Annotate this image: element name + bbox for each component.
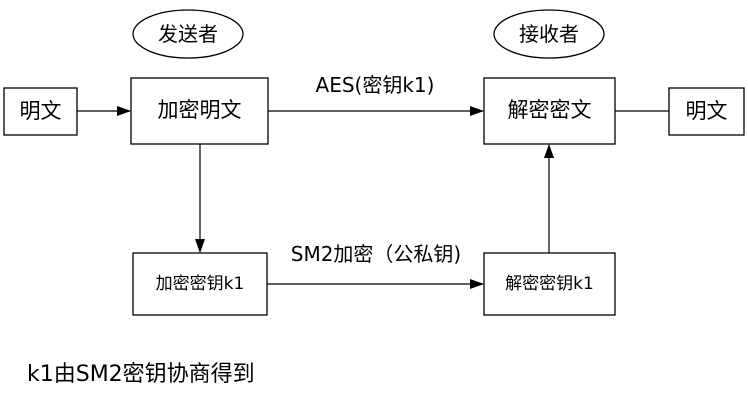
sender-label: 发送者 <box>158 22 218 46</box>
encrypt-plaintext-label: 加密明文 <box>157 98 242 122</box>
decrypt-key-box <box>483 252 616 316</box>
decrypt-ciphertext-label: 解密密文 <box>507 98 592 122</box>
decrypt-key-label: 解密密钥k1 <box>505 274 594 294</box>
plaintext-in-box <box>3 87 78 136</box>
sender-ellipse <box>132 9 244 59</box>
plaintext-out-box <box>668 87 745 136</box>
encrypt-key-box <box>132 252 268 316</box>
receiver-ellipse <box>493 9 605 59</box>
sm2-edge-label: SM2加密（公私钥) <box>290 242 462 266</box>
receiver-label: 接收者 <box>519 22 579 46</box>
key-agreement-note: k1由SM2密钥协商得到 <box>27 362 255 387</box>
aes-edge-label: AES(密钥k1) <box>315 73 435 97</box>
plaintext-out-label: 明文 <box>685 99 728 123</box>
plaintext-in-label: 明文 <box>19 99 62 123</box>
encrypt-key-label: 加密密钥k1 <box>155 274 245 294</box>
